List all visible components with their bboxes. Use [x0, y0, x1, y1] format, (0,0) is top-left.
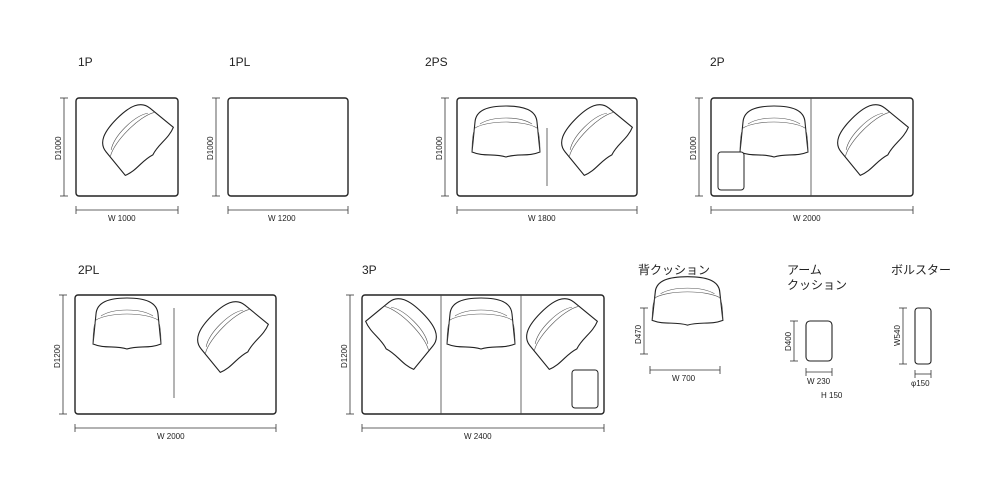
module-1pl-label: 1PL: [229, 55, 251, 69]
arm-cushion-width: W 230: [807, 377, 831, 386]
bolster-width: W540: [893, 325, 902, 346]
arm-cushion-title-1: アーム: [787, 263, 822, 277]
module-3p-depth: D1200: [340, 344, 349, 368]
back-cushion-title: 背クッション: [638, 263, 710, 277]
module-1pl-width: W 1200: [268, 214, 296, 223]
back-cushion-shape: [651, 276, 724, 326]
bolster-title: ボルスター: [891, 263, 951, 277]
cushion: [471, 105, 541, 158]
module-2pl-depth: D1200: [53, 344, 62, 368]
bolster-shape: [914, 307, 932, 365]
arm-cushion-shape: [805, 320, 833, 362]
module-2ps-label: 2PS: [425, 55, 448, 69]
cushion: [446, 297, 516, 350]
bolster-diameter: φ150: [911, 379, 930, 388]
arm-cushion-title-2: クッション: [787, 278, 847, 292]
back-cushion-width: W 700: [672, 374, 696, 383]
arm-cushion-shape: [717, 151, 745, 191]
module-1p: 1P D1000 W 1000: [54, 55, 179, 223]
module-1p-depth: D1000: [54, 136, 63, 160]
module-2p-width: W 2000: [793, 214, 821, 223]
module-1pl-frame: [227, 97, 349, 197]
back-cushion-depth: D470: [634, 324, 643, 344]
module-2pl: 2PL D1200 W 2000: [53, 263, 277, 441]
accessory-back-cushion: 背クッション D470 W 700: [634, 263, 724, 383]
cushion: [739, 105, 809, 158]
module-2ps: 2PS D1000 W 1800: [425, 55, 638, 223]
module-2pl-label: 2PL: [78, 263, 100, 277]
module-1p-width: W 1000: [108, 214, 136, 223]
module-1pl-depth: D1000: [206, 136, 215, 160]
module-2ps-width: W 1800: [528, 214, 556, 223]
module-3p-label: 3P: [362, 263, 377, 277]
module-2p-depth: D1000: [689, 136, 698, 160]
module-2p-label: 2P: [710, 55, 725, 69]
accessory-bolster: ボルスター W540 φ150: [891, 263, 951, 388]
module-1pl: 1PL D1000 W 1200: [206, 55, 349, 223]
cushion: [92, 297, 162, 350]
module-2pl-width: W 2000: [157, 432, 185, 441]
module-3p-width: W 2400: [464, 432, 492, 441]
arm-cushion-shape: [571, 369, 599, 409]
arm-cushion-depth: D400: [784, 331, 793, 351]
module-2p: 2P D1000 W 2000: [689, 55, 914, 223]
accessory-arm-cushion: アーム クッション D400 W 230 H 150: [784, 263, 847, 400]
module-1p-label: 1P: [78, 55, 93, 69]
module-2ps-depth: D1000: [435, 136, 444, 160]
module-3p: 3P D1200 W 2400: [340, 263, 605, 441]
arm-cushion-height: H 150: [821, 391, 843, 400]
